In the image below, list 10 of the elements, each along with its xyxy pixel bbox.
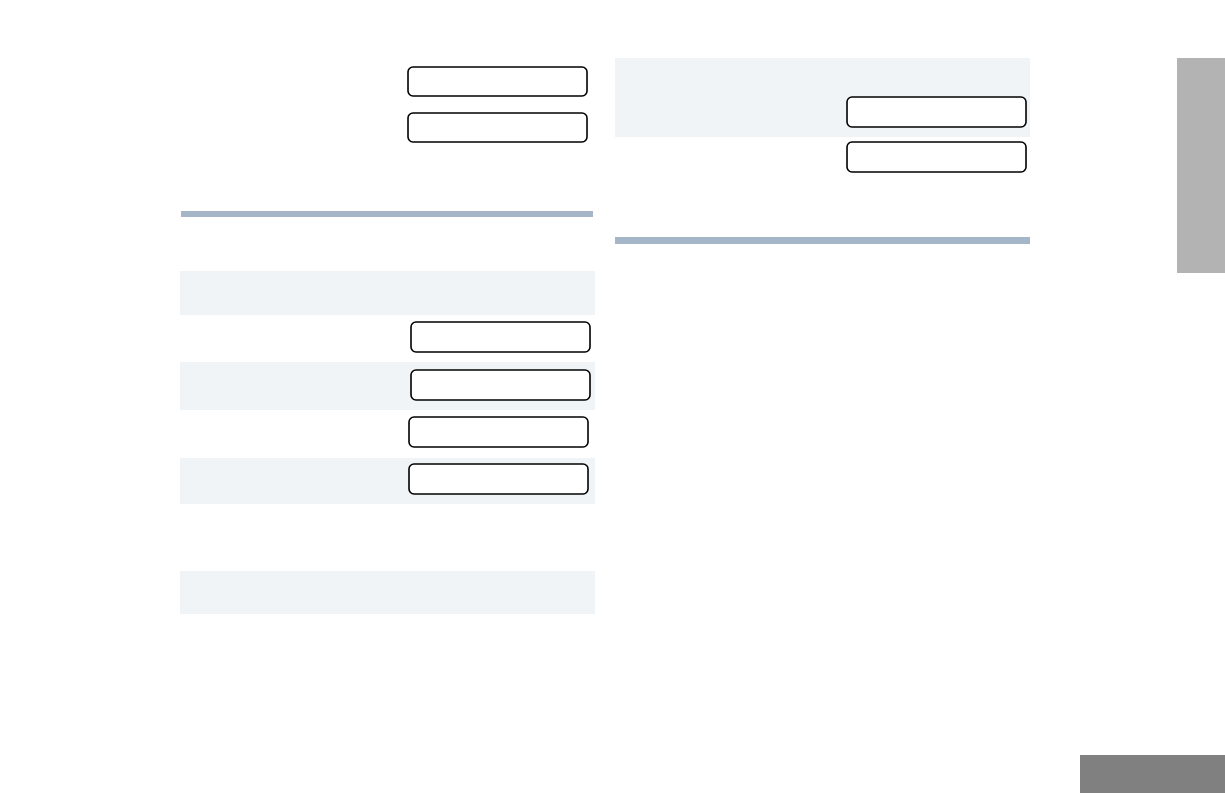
display-box <box>408 416 589 448</box>
display-box <box>410 369 591 401</box>
display-box <box>407 112 588 143</box>
display-box <box>407 66 588 97</box>
side-tab <box>1177 58 1225 273</box>
display-box <box>846 96 1027 128</box>
display-box <box>410 321 591 353</box>
page-tab <box>1080 755 1225 793</box>
display-box <box>846 141 1027 173</box>
display-box <box>408 463 589 495</box>
